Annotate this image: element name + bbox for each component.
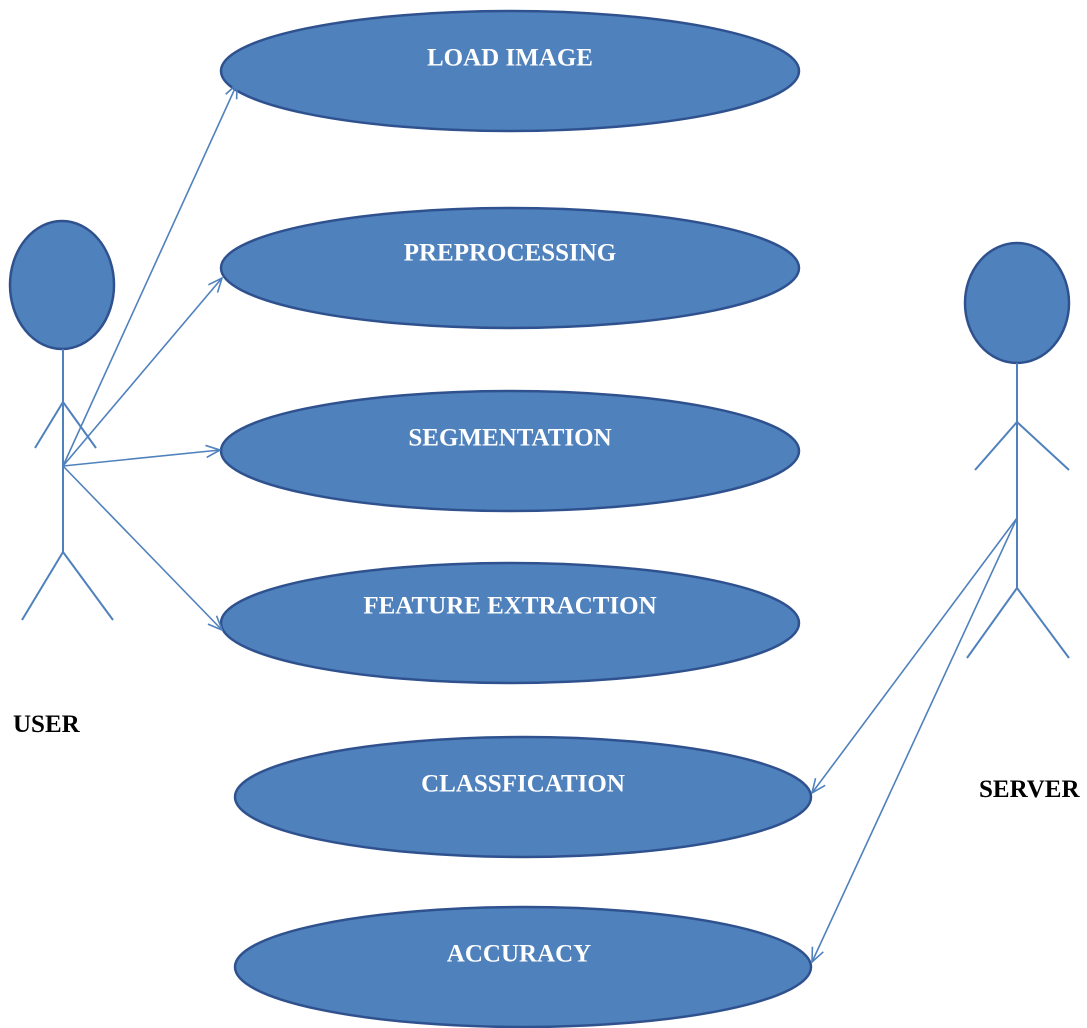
association-arrow (62, 450, 220, 467)
association-arrow (62, 84, 237, 467)
actor-server: SERVER (963, 241, 1080, 803)
server-associations (812, 517, 1018, 962)
use-case-accuracy: ACCURACY (233, 905, 813, 1028)
use-case-preprocessing: PREPROCESSING (219, 206, 801, 330)
actor-head (8, 219, 116, 351)
association-arrow (62, 465, 222, 630)
use-case-label: FEATURE EXTRACTION (363, 593, 656, 620)
actor-label-user: USER (13, 711, 81, 738)
use-case-label: CLASSFICATION (421, 771, 625, 798)
use-case-label: PREPROCESSING (404, 240, 617, 267)
use-case-label: LOAD IMAGE (427, 45, 593, 72)
use-case-load-image: LOAD IMAGE (219, 9, 801, 133)
actor-user: USER (8, 219, 116, 738)
use-case-segmentation: SEGMENTATION (219, 389, 801, 513)
use-case-label: ACCURACY (447, 941, 591, 968)
actor-head (963, 241, 1071, 365)
association-arrow (812, 517, 1018, 962)
use-case-label: SEGMENTATION (408, 425, 611, 452)
association-arrow (812, 517, 1018, 793)
use-case-classification: CLASSFICATION (233, 735, 813, 859)
association-arrow (62, 278, 222, 467)
user-associations (62, 84, 237, 630)
actor-label-server: SERVER (979, 776, 1080, 803)
use-case-feature-extraction: FEATURE EXTRACTION (219, 561, 801, 685)
